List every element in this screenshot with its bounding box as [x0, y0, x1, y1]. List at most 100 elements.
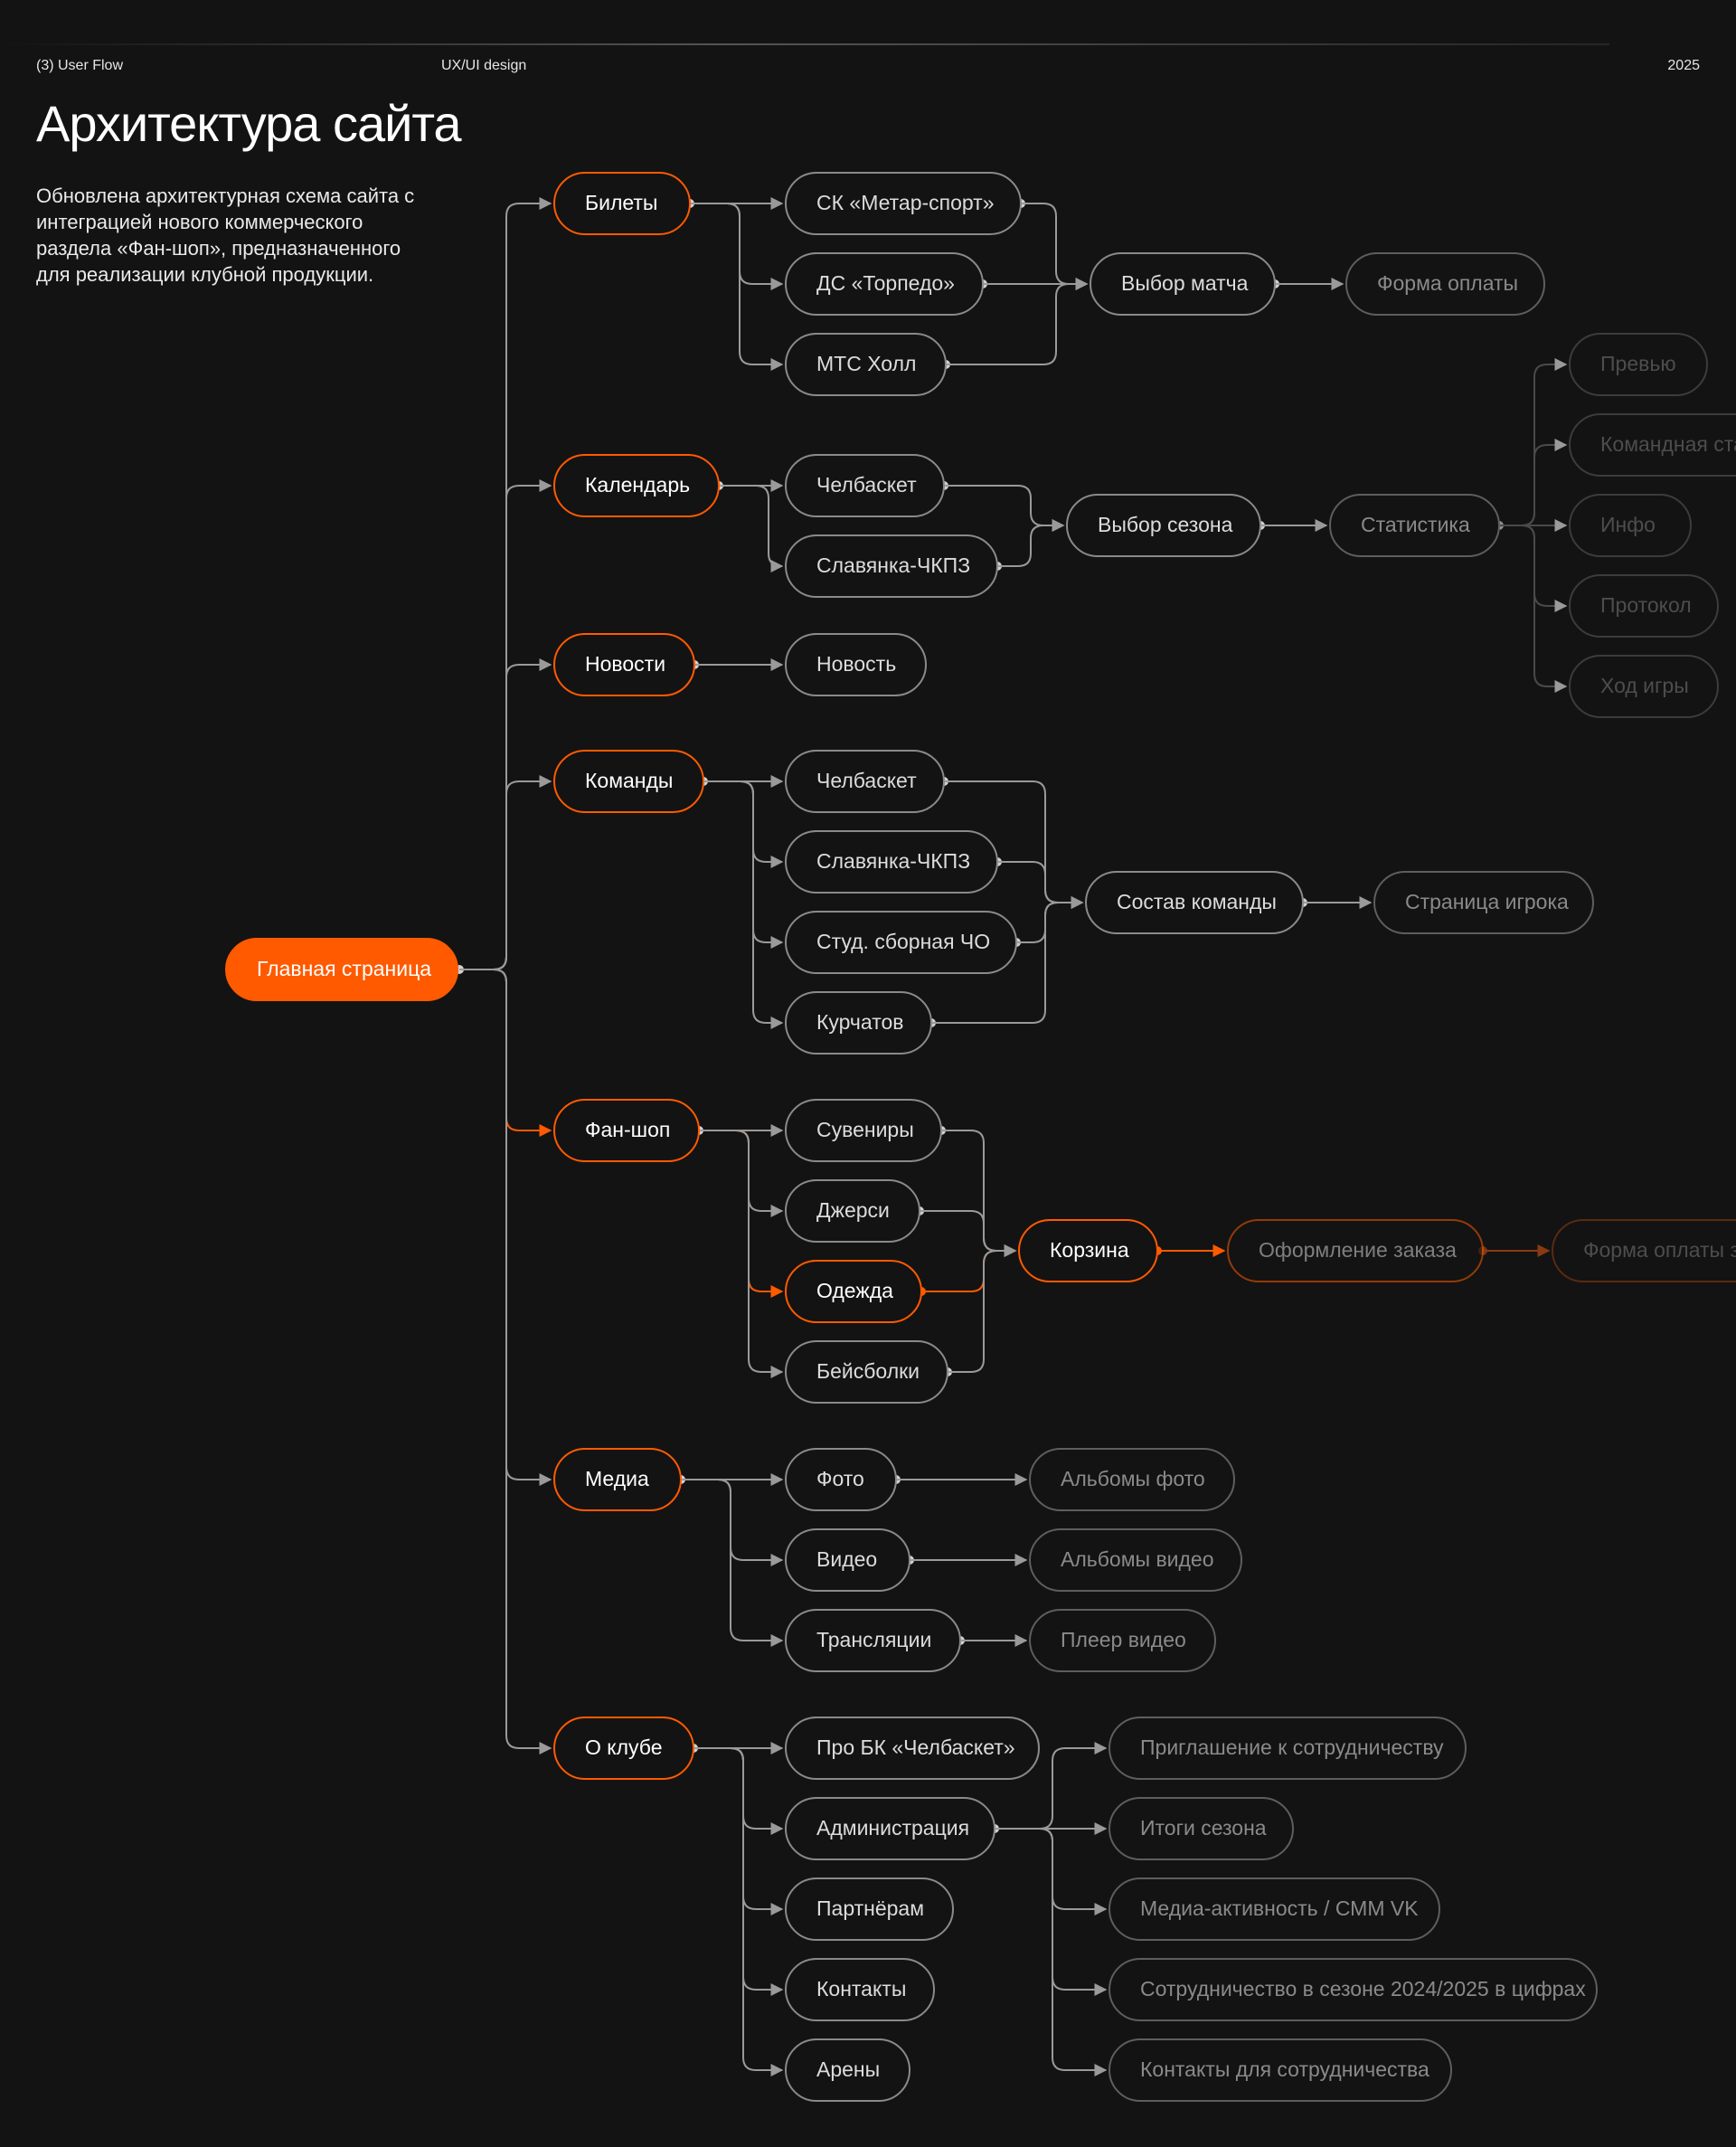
node-альбомы-видео[interactable]: Альбомы видео — [1029, 1528, 1242, 1592]
node-stat-протокол-label: Протокол — [1600, 593, 1692, 617]
node-section-медиа[interactable]: Медиа — [553, 1448, 682, 1511]
node-stat-ход-игры-box — [1569, 655, 1719, 718]
node-календарь-челбаскет[interactable]: Челбаскет — [785, 454, 945, 517]
node-section-о-клубе[interactable]: О клубе — [553, 1717, 694, 1780]
node-о-клубе-про-бк-челбаскет-label: Про БК «Челбаскет» — [816, 1736, 1015, 1759]
node-vybor-matcha-label: Выбор матча — [1121, 271, 1249, 295]
node-команды-славянка-чкпз-label: Славянка-ЧКПЗ — [816, 849, 970, 873]
node-команды-курчатов-box — [785, 991, 932, 1055]
node-медиа-трансляции-label: Трансляции — [816, 1628, 931, 1651]
node-section-медиа-label: Медиа — [585, 1467, 649, 1490]
node-admin-приглашение-к-сотрудничеству[interactable]: Приглашение к сотрудничеству — [1109, 1717, 1467, 1780]
node-о-клубе-партнёрам-box — [785, 1877, 954, 1941]
node-stat-протокол[interactable]: Протокол — [1569, 574, 1719, 638]
node-admin-медиа-активность-смм-vk[interactable]: Медиа-активность / СММ VK — [1109, 1877, 1440, 1941]
connector — [693, 1747, 784, 1835]
node-новости-новость[interactable]: Новость — [785, 633, 927, 696]
section-label: (3) User Flow — [36, 58, 124, 73]
node-о-клубе-администрация[interactable]: Администрация — [785, 1797, 995, 1860]
node-медиа-фото[interactable]: Фото — [785, 1448, 897, 1511]
node-stranitsa-igroka[interactable]: Страница игрока — [1373, 871, 1594, 934]
node-о-клубе-партнёрам[interactable]: Партнёрам — [785, 1877, 954, 1941]
node-stat-превью[interactable]: Превью — [1569, 333, 1708, 396]
node-root[interactable]: Главная страница — [225, 938, 458, 1001]
connector — [1499, 525, 1568, 612]
node-команды-студ-сборная-чо[interactable]: Студ. сборная ЧО — [785, 911, 1017, 974]
node-команды-славянка-чкпз[interactable]: Славянка-ЧКПЗ — [785, 830, 998, 894]
node-команды-курчатов[interactable]: Курчатов — [785, 991, 932, 1055]
node-section-календарь[interactable]: Календарь — [553, 454, 720, 517]
node-admin-итоги-сезона[interactable]: Итоги сезона — [1109, 1797, 1294, 1860]
node-sostav-komandy[interactable]: Состав команды — [1085, 871, 1304, 934]
page-description: Обновлена архитектурная схема сайта с ин… — [36, 184, 415, 286]
node-stat-ход-игры[interactable]: Ход игры — [1569, 655, 1719, 718]
edge-root-билеты — [459, 197, 552, 970]
node-билеты-ск-метар-спорт[interactable]: СК «Метар-спорт» — [785, 172, 1022, 235]
node-фан-шоп-джерси-box — [785, 1179, 920, 1243]
node-календарь-славянка-чкпз[interactable]: Славянка-ЧКПЗ — [785, 534, 998, 598]
node-forma-oplaty-label: Форма оплаты — [1377, 271, 1518, 295]
edge-root-фан-шоп — [459, 969, 552, 1137]
node-о-клубе-партнёрам-label: Партнёрам — [816, 1896, 924, 1920]
node-section-фан-шоп[interactable]: Фан-шоп — [553, 1099, 700, 1162]
node-фан-шоп-одежда[interactable]: Одежда — [785, 1260, 922, 1323]
node-билеты-мтс-холл-label: МТС Холл — [816, 352, 916, 375]
connector — [699, 1130, 784, 1378]
node-korzina[interactable]: Корзина — [1018, 1219, 1158, 1282]
node-о-клубе-арены-box — [785, 2038, 910, 2102]
connector — [693, 1747, 784, 1996]
node-vybor-matcha[interactable]: Выбор матча — [1090, 252, 1276, 316]
node-stranitsa-igroka-label: Страница игрока — [1405, 890, 1569, 913]
node-билеты-дс-торпедо[interactable]: ДС «Торпедо» — [785, 252, 984, 316]
node-admin-сотрудничество-в-сезоне-2024-2025-в-цифрах[interactable]: Сотрудничество в сезоне 2024/2025 в цифр… — [1109, 1958, 1598, 2021]
node-альбомы-видео-box — [1029, 1528, 1242, 1592]
node-альбомы-фото-label: Альбомы фото — [1061, 1467, 1205, 1490]
node-календарь-челбаскет-box — [785, 454, 945, 517]
edge-root-медиа — [459, 969, 552, 1486]
node-фан-шоп-бейсболки[interactable]: Бейсболки — [785, 1340, 948, 1404]
connector — [693, 1747, 784, 2076]
node-section-календарь-box — [553, 454, 720, 517]
connector — [997, 519, 1065, 567]
node-stat-инфо[interactable]: Инфо — [1569, 494, 1692, 557]
connector — [681, 1479, 784, 1647]
node-медиа-видео[interactable]: Видео — [785, 1528, 910, 1592]
edge-root-новости — [459, 658, 552, 970]
connector — [941, 1130, 1017, 1257]
connector — [946, 278, 1089, 365]
node-билеты-ск-метар-спорт-box — [785, 172, 1022, 235]
node-календарь-славянка-чкпз-label: Славянка-ЧКПЗ — [816, 553, 970, 577]
node-section-команды[interactable]: Команды — [553, 750, 704, 813]
node-о-клубе-про-бк-челбаскет-box — [785, 1717, 1040, 1780]
node-stat-командная-ста[interactable]: Командная ста — [1569, 413, 1736, 477]
node-section-новости[interactable]: Новости — [553, 633, 695, 696]
connector — [920, 1210, 1017, 1257]
node-плеер-видео[interactable]: Плеер видео — [1029, 1609, 1216, 1672]
node-section-новости-label: Новости — [585, 652, 665, 676]
node-oformlenie-zakaza-box — [1227, 1219, 1484, 1282]
node-билеты-мтс-холл[interactable]: МТС Холл — [785, 333, 947, 396]
node-команды-челбаскет[interactable]: Челбаскет — [785, 750, 945, 813]
node-section-новости-box — [553, 633, 695, 696]
node-медиа-трансляции-box — [785, 1609, 961, 1672]
node-oformlenie-zakaza[interactable]: Оформление заказа — [1227, 1219, 1484, 1282]
node-билеты-дс-торпедо-label: ДС «Торпедо» — [816, 271, 955, 295]
node-forma-oplaty[interactable]: Форма оплаты — [1345, 252, 1545, 316]
node-forma-oplaty-zakaza[interactable]: Форма оплаты з — [1552, 1219, 1736, 1282]
node-statistika[interactable]: Статистика — [1329, 494, 1500, 557]
node-korzina-box — [1018, 1219, 1158, 1282]
node-admin-контакты-для-сотрудничества[interactable]: Контакты для сотрудничества — [1109, 2038, 1452, 2102]
node-о-клубе-арены[interactable]: Арены — [785, 2038, 910, 2102]
node-фан-шоп-джерси[interactable]: Джерси — [785, 1179, 920, 1243]
node-фан-шоп-сувениры[interactable]: Сувениры — [785, 1099, 942, 1162]
connector — [703, 780, 784, 868]
node-vybor-sezona[interactable]: Выбор сезона — [1066, 494, 1261, 557]
node-о-клубе-контакты[interactable]: Контакты — [785, 1958, 935, 2021]
node-фан-шоп-одежда-label: Одежда — [816, 1279, 893, 1302]
node-section-билеты[interactable]: Билеты — [553, 172, 691, 235]
connector — [690, 203, 784, 290]
node-медиа-трансляции[interactable]: Трансляции — [785, 1609, 961, 1672]
node-о-клубе-про-бк-челбаскет[interactable]: Про БК «Челбаскет» — [785, 1717, 1040, 1780]
node-фан-шоп-джерси-label: Джерси — [816, 1198, 890, 1222]
node-альбомы-фото[interactable]: Альбомы фото — [1029, 1448, 1235, 1511]
